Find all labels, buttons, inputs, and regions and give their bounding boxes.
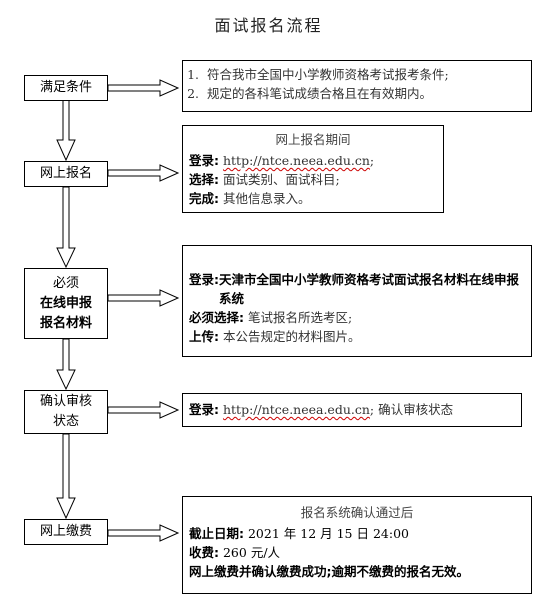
materials-upload-row: 上传: 本公告规定的材料图片。 bbox=[189, 327, 525, 346]
materials-login-value: 天津市全国中小学教师资格考试面试报名材料在线申报系统 bbox=[219, 272, 520, 306]
payment-fee-row: 收费: 260 元/人 bbox=[189, 543, 525, 562]
registration-complete-row: 完成: 其他信息录入。 bbox=[189, 189, 437, 208]
materials-must-row: 必须选择: 笔试报名所选考区; bbox=[189, 308, 525, 327]
select-key: 选择: bbox=[189, 172, 219, 187]
page-title: 面试报名流程 bbox=[214, 16, 323, 35]
upload-value: 本公告规定的材料图片。 bbox=[222, 329, 361, 344]
step-label: 满足条件 bbox=[39, 80, 92, 95]
must-key: 必须选择: bbox=[189, 310, 244, 325]
condition-item: 符合我市全国中小学教师资格考试报考条件; bbox=[203, 65, 525, 84]
login-key: 登录: bbox=[189, 153, 219, 168]
step-label-line1: 必须 bbox=[52, 275, 79, 291]
arrow-right-5 bbox=[107, 524, 180, 542]
arrow-right-1 bbox=[107, 79, 180, 97]
materials-box: 登录: 天津市全国中小学教师资格考试面试报名材料在线申报系统 必须选择: 笔试报… bbox=[182, 245, 532, 357]
review-login-tail: ; 确认审核状态 bbox=[369, 402, 454, 417]
registration-heading: 网上报名期间 bbox=[275, 132, 351, 147]
arrow-right-4 bbox=[107, 401, 180, 419]
arrow-down-1 bbox=[56, 99, 76, 162]
step-label: 网上缴费 bbox=[39, 524, 92, 539]
complete-value: 其他信息录入。 bbox=[222, 191, 311, 206]
fee-key: 收费: bbox=[189, 545, 219, 560]
step-review-status: 确认审核 状态 bbox=[24, 390, 108, 434]
review-login-url: http://ntce.neea.edu.cn bbox=[222, 402, 370, 417]
step-conditions: 满足条件 bbox=[24, 75, 108, 101]
payment-note-row: 网上缴费并确认缴费成功;逾期不缴费的报名无效。 bbox=[189, 562, 525, 581]
payment-heading: 报名系统确认通过后 bbox=[300, 505, 414, 520]
arrow-down-2 bbox=[56, 186, 76, 269]
payment-box: 报名系统确认通过后 截止日期: 2021 年 12 月 15 日 24:00 收… bbox=[182, 496, 532, 594]
arrow-right-3 bbox=[107, 289, 180, 307]
registration-login-row: 登录: http://ntce.neea.edu.cn; bbox=[189, 151, 437, 170]
arrow-down-3 bbox=[56, 338, 76, 391]
payment-note: 网上缴费并确认缴费成功;逾期不缴费的报名无效。 bbox=[189, 564, 469, 579]
select-value: 面试类别、面试科目; bbox=[222, 172, 340, 187]
materials-login-key: 登录: bbox=[189, 272, 219, 287]
fee-value: 260 元/人 bbox=[222, 545, 281, 560]
registration-select-row: 选择: 面试类别、面试科目; bbox=[189, 170, 437, 189]
login-tail: ; bbox=[369, 153, 375, 168]
step-online-registration: 网上报名 bbox=[24, 161, 108, 187]
deadline-value: 2021 年 12 月 15 日 24:00 bbox=[247, 526, 409, 541]
step-label-line2: 在线申报 bbox=[39, 295, 92, 311]
login-url: http://ntce.neea.edu.cn bbox=[222, 153, 370, 168]
materials-login-row: 登录: 天津市全国中小学教师资格考试面试报名材料在线申报系统 bbox=[189, 270, 525, 308]
must-value: 笔试报名所选考区; bbox=[247, 310, 353, 325]
step-online-payment: 网上缴费 bbox=[24, 519, 108, 545]
step-materials: 必须 在线申报 报名材料 bbox=[24, 268, 108, 339]
step-label-line2: 状态 bbox=[52, 414, 79, 429]
upload-key: 上传: bbox=[189, 329, 219, 344]
deadline-key: 截止日期: bbox=[189, 526, 244, 541]
conditions-list: 符合我市全国中小学教师资格考试报考条件; 规定的各科笔试成绩合格且在有效期内。 bbox=[189, 65, 525, 103]
arrow-down-4 bbox=[56, 433, 76, 520]
step-label-line3: 报名材料 bbox=[39, 315, 92, 331]
review-box: 登录: http://ntce.neea.edu.cn; 确认审核状态 bbox=[182, 393, 522, 427]
condition-item: 规定的各科笔试成绩合格且在有效期内。 bbox=[203, 84, 525, 103]
step-label-line1: 确认审核 bbox=[39, 394, 92, 409]
conditions-box: 符合我市全国中小学教师资格考试报考条件; 规定的各科笔试成绩合格且在有效期内。 bbox=[182, 60, 532, 112]
complete-key: 完成: bbox=[189, 191, 219, 206]
arrow-right-2 bbox=[107, 164, 180, 182]
payment-deadline-row: 截止日期: 2021 年 12 月 15 日 24:00 bbox=[189, 524, 525, 543]
registration-box: 网上报名期间 登录: http://ntce.neea.edu.cn; 选择: … bbox=[182, 125, 444, 213]
review-login-key: 登录: bbox=[189, 402, 219, 417]
review-login-row: 登录: http://ntce.neea.edu.cn; 确认审核状态 bbox=[189, 400, 515, 419]
step-label: 网上报名 bbox=[39, 166, 92, 181]
